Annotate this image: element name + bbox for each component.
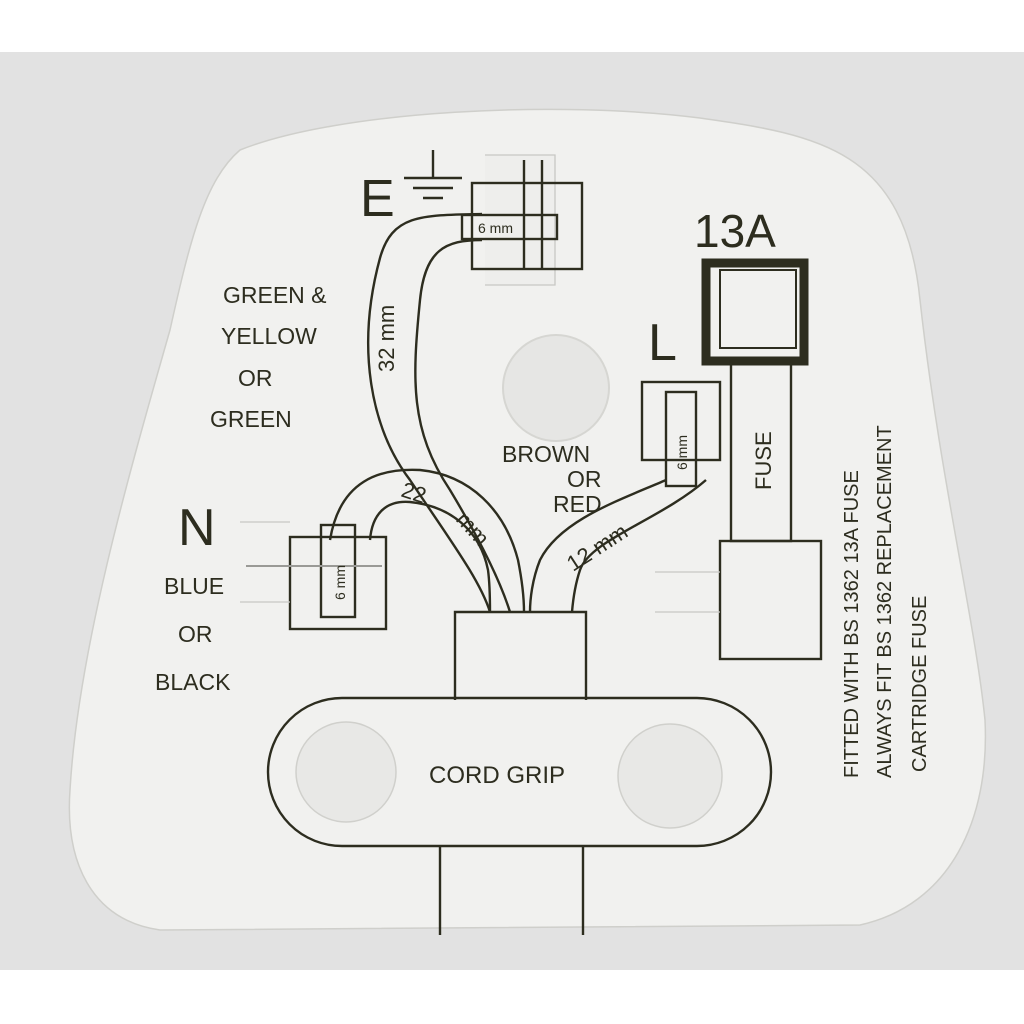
neutral-wire — [328, 468, 526, 613]
neutral-letter: N — [178, 499, 216, 557]
live-letter: L — [648, 314, 677, 372]
fuse-notice-line-1: FITTED WITH BS 1362 13A FUSE — [841, 470, 863, 778]
earth-letter: E — [360, 170, 395, 228]
earth-strip-box — [460, 213, 559, 241]
earth-colour-line-1: GREEN & — [223, 282, 327, 308]
live-colour-line-3: RED — [553, 491, 602, 517]
photo-border-bottom — [0, 970, 1024, 1024]
neutral-colour-line-1: BLUE — [164, 573, 224, 599]
cord-grip-label: CORD GRIP — [429, 762, 565, 789]
earth-wire — [367, 212, 492, 613]
earth-colour-line-4: GREEN — [210, 406, 292, 432]
fuse-carrier — [655, 258, 823, 661]
live-colour-line-1: BROWN — [502, 441, 590, 467]
cord-grip-outline — [266, 696, 773, 848]
earth-terminal-block — [470, 181, 584, 271]
fuse-base — [718, 539, 823, 661]
live-pin-slot — [655, 571, 720, 613]
fuse-cap-inner — [719, 269, 797, 349]
cable-sheath — [453, 610, 588, 700]
fuse-notice-line-2: ALWAYS FIT BS 1362 REPLACEMENT — [874, 425, 896, 778]
neutral-colour-line-3: BLACK — [155, 669, 231, 695]
earth-colour-line-2: YELLOW — [221, 323, 317, 349]
live-colour-line-2: OR — [567, 466, 602, 492]
cord-grip-hole-left — [295, 721, 397, 823]
live-wire — [528, 478, 667, 613]
live-terminal — [640, 380, 722, 488]
cord-grip-hole-right — [617, 723, 723, 829]
fuse-notice-line-3: CARTRIDGE FUSE — [909, 596, 931, 772]
neutral-terminal-block — [288, 535, 388, 631]
live-terminal-block — [640, 380, 722, 462]
centre-screw-hole — [502, 334, 610, 442]
live-strip-box — [664, 390, 698, 488]
earth-pin-slot — [485, 154, 556, 286]
neutral-strip-box — [319, 523, 357, 619]
earth-strip-length: 6 mm — [478, 220, 513, 236]
earth-lead-length: 32 mm — [374, 305, 399, 372]
earth-ground-symbol-icon — [404, 150, 462, 200]
neutral-terminal — [288, 523, 388, 631]
cord-grip — [266, 696, 773, 848]
neutral-strip-length: 6 mm — [332, 565, 348, 600]
fuse-rating: 13A — [694, 205, 776, 257]
earth-colour-line-3: OR — [238, 365, 273, 391]
fuse-label: FUSE — [751, 431, 776, 490]
live-strip-length: 6 mm — [674, 435, 690, 470]
neutral-pin-slot — [240, 521, 290, 603]
neutral-colour-line-2: OR — [178, 621, 213, 647]
photo-border-top — [0, 0, 1024, 52]
